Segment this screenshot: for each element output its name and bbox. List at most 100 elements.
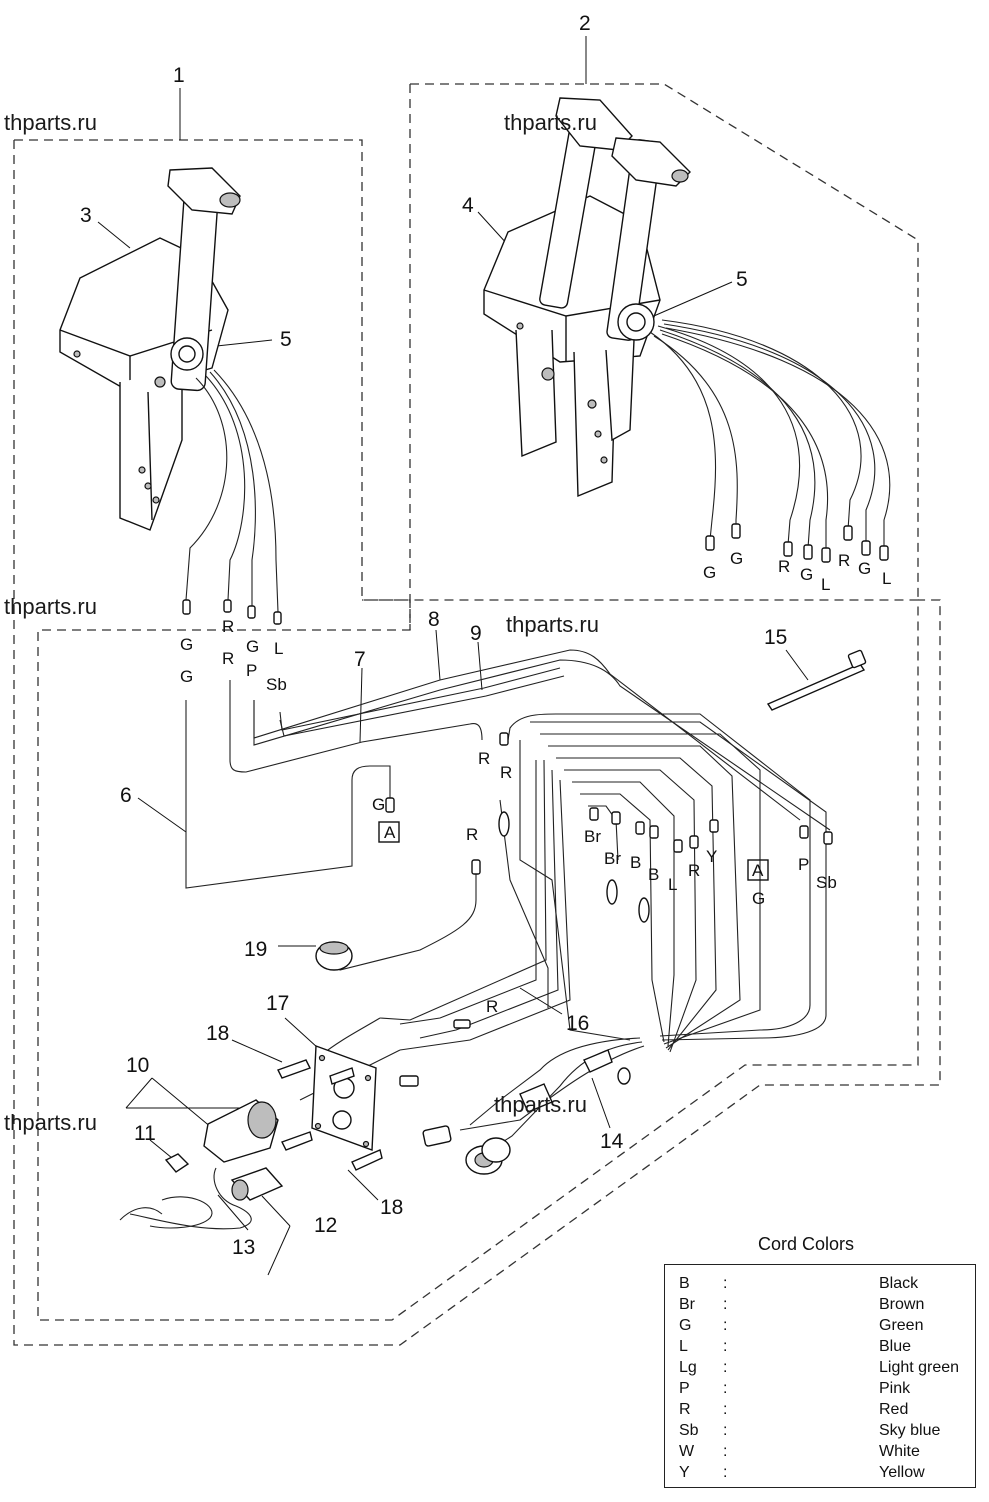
wire-label: Br	[604, 849, 621, 868]
callout-number: 18	[206, 1022, 229, 1045]
legend-code: Y	[679, 1464, 690, 1481]
legend-color-name: Brown	[879, 1296, 925, 1313]
wire-label: R	[688, 861, 700, 880]
legend-row: G : Green	[679, 1315, 969, 1336]
buzzer	[315, 941, 353, 971]
legend-code: R	[679, 1401, 691, 1418]
legend-code: Lg	[679, 1359, 697, 1376]
callout-number: 9	[470, 622, 482, 645]
legend-color-name: Light green	[879, 1359, 960, 1376]
callout-number: 6	[120, 784, 132, 807]
extension-leads	[185, 649, 831, 889]
wire-label: G	[730, 549, 743, 568]
callout-number: 4	[462, 194, 474, 217]
wire-label: R	[222, 649, 234, 668]
wire-label: G	[372, 795, 385, 814]
wire-label: B	[630, 853, 641, 872]
boundary-group-1	[14, 139, 919, 1321]
wire-label: G	[752, 889, 765, 908]
wire-label: Sb	[816, 873, 837, 892]
legend-colon: :	[723, 1296, 728, 1313]
wire-label: P	[246, 661, 257, 680]
callout-number: 12	[314, 1214, 337, 1237]
wire-label: B	[648, 865, 659, 884]
legend-colon: :	[723, 1338, 728, 1355]
wire-label: G	[800, 565, 813, 584]
callout-number: 1	[173, 64, 185, 87]
callout-leaders	[97, 36, 809, 1276]
legend-color-name: White	[879, 1443, 920, 1460]
callout-number: 14	[600, 1130, 624, 1153]
cable-tie	[766, 649, 867, 711]
legend-colon: :	[723, 1380, 728, 1397]
legend-code: Br	[679, 1296, 695, 1313]
callout-number: 3	[80, 204, 92, 227]
box-a-left	[378, 821, 400, 843]
harness-dual-lever	[649, 319, 891, 563]
callout-number: 5	[736, 268, 748, 291]
cord-color-legend: B : Black Br : Brown G : Green L : Blue …	[664, 1264, 976, 1488]
legend-colon: :	[723, 1359, 728, 1376]
watermark: thparts.ru	[506, 612, 599, 637]
harness-single-lever	[182, 369, 282, 625]
legend-code: G	[679, 1317, 692, 1334]
callout-number: 7	[354, 648, 366, 671]
legend-color-name: Blue	[879, 1338, 912, 1355]
legend-row: R : Red	[679, 1399, 969, 1420]
legend-row: Y : Yellow	[679, 1462, 969, 1483]
wire-label: A	[384, 823, 396, 842]
wire-label: R	[478, 749, 490, 768]
legend-color-name: Sky blue	[879, 1422, 941, 1439]
legend-code: B	[679, 1275, 690, 1292]
panel-assembly	[119, 1045, 383, 1230]
watermark: thparts.ru	[4, 594, 97, 619]
callout-number: 2	[579, 12, 591, 35]
main-harness	[299, 713, 833, 1175]
callout-number: 13	[232, 1236, 255, 1259]
legend-row: Lg : Light green	[679, 1357, 969, 1378]
wire-label: Y	[706, 847, 717, 866]
wire-label: R	[222, 617, 234, 636]
callout-number: 5	[280, 328, 292, 351]
callout-number: 19	[244, 938, 267, 961]
legend-color-name: Yellow	[879, 1464, 925, 1481]
legend-row: W : White	[679, 1441, 969, 1462]
wire-label: G	[180, 635, 193, 654]
legend-color-name: Red	[879, 1401, 909, 1418]
legend-code: P	[679, 1380, 690, 1397]
legend-color-name: Green	[879, 1317, 924, 1334]
legend-row: Sb : Sky blue	[679, 1420, 969, 1441]
legend-color-name: Black	[879, 1275, 919, 1292]
wire-labels: G R G L G R P Sb G G R G L R G L G A R R…	[180, 549, 891, 1016]
watermark: thparts.ru	[494, 1092, 587, 1117]
callout-number: 17	[266, 992, 289, 1015]
wire-label: R	[486, 997, 498, 1016]
wire-label: L	[274, 639, 283, 658]
wire-label: R	[838, 551, 850, 570]
wire-label: R	[778, 557, 790, 576]
legend-row: Br : Brown	[679, 1294, 969, 1315]
legend-row: B : Black	[679, 1273, 969, 1294]
callout-number: 11	[134, 1122, 156, 1145]
watermark: thparts.ru	[504, 110, 597, 135]
legend-code: W	[679, 1443, 695, 1460]
watermark: thparts.ru	[4, 1110, 97, 1135]
legend-row: L : Blue	[679, 1336, 969, 1357]
wire-label: L	[821, 575, 830, 594]
wire-label: L	[882, 569, 891, 588]
wire-label: P	[798, 855, 809, 874]
legend-colon: :	[723, 1464, 728, 1481]
wire-label: G	[858, 559, 871, 578]
wire-label: Br	[584, 827, 601, 846]
legend-colon: :	[723, 1401, 728, 1418]
legend-colon: :	[723, 1317, 728, 1334]
wire-label: Sb	[266, 675, 287, 694]
legend-title: Cord Colors	[757, 1234, 855, 1254]
callout-number: 16	[566, 1012, 589, 1035]
legend-colon: :	[723, 1443, 728, 1460]
wire-label: L	[668, 875, 677, 894]
legend-colon: :	[723, 1422, 728, 1439]
legend-color-name: Pink	[879, 1380, 911, 1397]
boundary-outer-lower	[13, 140, 941, 1346]
